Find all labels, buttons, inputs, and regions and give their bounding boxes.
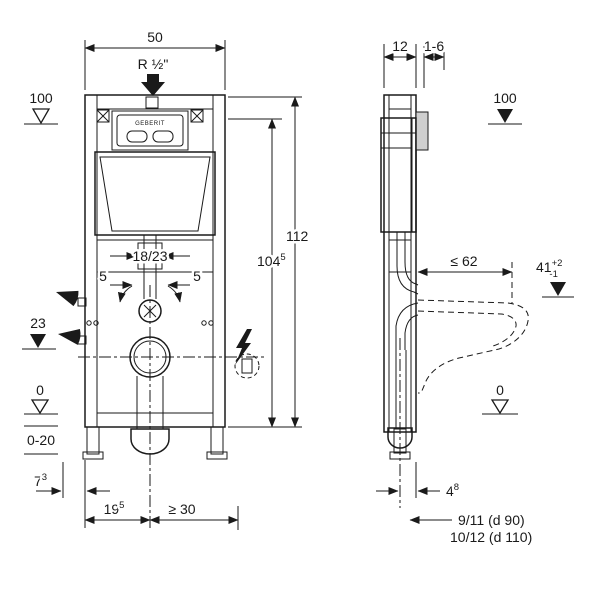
cistern-side <box>380 117 417 233</box>
dim-7-3: 73 <box>32 460 110 528</box>
wc-pan-outline <box>417 299 529 394</box>
level-triangle-open <box>30 399 50 415</box>
side-leg <box>389 428 411 460</box>
waste-bend-side <box>387 302 419 508</box>
level-23: 23 <box>22 315 56 350</box>
range-0-20: 0-20 <box>24 425 58 455</box>
flush-button-left <box>126 130 148 143</box>
dim-label-104-5: 1045 <box>257 252 286 269</box>
range-label-0-20: 0-20 <box>27 432 55 448</box>
dim-label-le-62: ≤ 62 <box>450 253 477 269</box>
dim-height-104-5: 1045 <box>228 118 288 428</box>
cistern-front <box>94 151 216 236</box>
front-view: GEBERIT <box>56 94 265 528</box>
flush-bend-side <box>396 232 419 295</box>
dim-ge-30: ≥ 30 <box>149 499 239 530</box>
dim-label-1-6: 1-6 <box>424 38 444 54</box>
dimensions: 50 R ½" 100 100 12 1-6 <box>22 27 574 545</box>
dim-height-112: 112 <box>228 96 311 428</box>
dim-width-50: 50 <box>84 27 226 90</box>
dim-19-5: 195 <box>84 498 151 524</box>
dim-label-4-8: 48 <box>446 482 459 499</box>
level-label-100-left: 100 <box>29 90 53 106</box>
drain-label-d110: 10/12 (d 110) <box>450 529 532 545</box>
water-connection: R ½" <box>138 56 169 96</box>
flush-button-right <box>152 130 174 143</box>
level-triangle-filled <box>30 334 46 348</box>
dim-label-ge-30: ≥ 30 <box>168 501 195 517</box>
plate-brand-label: GEBERIT <box>135 121 165 127</box>
water-connection-arrow-icon <box>141 74 165 96</box>
drain-front <box>130 376 170 455</box>
dim-depth-12: 12 <box>383 36 417 88</box>
dim-label-19-5: 195 <box>104 500 125 517</box>
level-0-left: 0 <box>24 382 58 415</box>
dim-label-7-3: 73 <box>34 472 47 489</box>
water-jet-icon <box>56 290 79 307</box>
power-outlet-marker <box>234 353 260 379</box>
dim-offset-5-right: 5 <box>167 266 204 289</box>
level-triangle-filled <box>497 109 513 123</box>
dim-4-8: 48 <box>376 462 462 502</box>
frame-front <box>77 94 226 428</box>
lightning-icon <box>235 329 252 365</box>
dim-label-18-23: 18/23 <box>132 248 167 264</box>
drain-height-labels: 9/11 (d 90) 10/12 (d 110) <box>409 512 532 545</box>
dim-label-12: 12 <box>392 38 408 54</box>
drain-label-d90: 9/11 (d 90) <box>458 512 525 528</box>
level-triangle-open <box>31 108 51 125</box>
dim-offset-5-left: 5 <box>97 266 133 289</box>
power-connection <box>234 329 260 379</box>
dim-flush-18-23: 18/23 <box>110 246 190 267</box>
dim-gap-1-6: 1-6 <box>421 36 447 88</box>
flush-plate: GEBERIT <box>111 110 189 151</box>
flush-direction-arrow-right <box>167 285 183 303</box>
level-100-right: 100 <box>488 90 522 125</box>
level-label-0-right: 0 <box>496 382 504 398</box>
level-label-100-right: 100 <box>493 90 517 106</box>
flush-direction-arrow-left <box>117 285 133 303</box>
level-0-right: 0 <box>482 382 518 415</box>
level-label-0-left: 0 <box>36 382 44 398</box>
dim-label-5-right: 5 <box>193 268 201 284</box>
level-label-23: 23 <box>30 315 46 331</box>
level-triangle-open <box>490 399 510 415</box>
level-41: 41+2-1 <box>536 258 574 298</box>
water-connection-label: R ½" <box>138 56 169 72</box>
dim-le-62: ≤ 62 <box>417 251 513 304</box>
frame-legs <box>82 426 228 460</box>
water-jet-icon <box>58 329 81 345</box>
side-view <box>380 94 529 508</box>
flush-plate-side <box>415 111 429 151</box>
dim-label-5-left: 5 <box>99 268 107 284</box>
dim-label-112: 112 <box>286 228 309 244</box>
level-triangle-filled <box>550 282 566 296</box>
level-100-left: 100 <box>24 90 58 125</box>
dim-label-50: 50 <box>147 29 163 45</box>
level-label-41: 41+2-1 <box>536 258 562 280</box>
waste-outlet-front <box>78 285 265 528</box>
